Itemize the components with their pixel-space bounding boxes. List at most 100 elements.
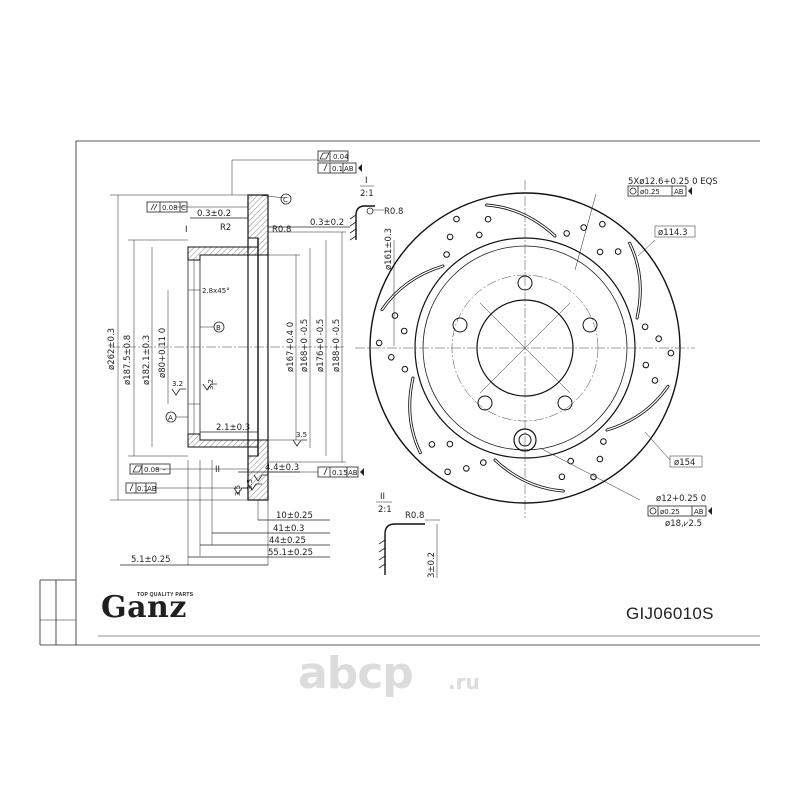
section-mark-2: II xyxy=(215,465,220,475)
section-mark-1: I xyxy=(185,225,188,235)
svg-text:0.1: 0.1 xyxy=(137,485,148,493)
slot xyxy=(380,264,445,312)
drill-hole xyxy=(453,215,460,223)
datum-b-label: B xyxy=(216,324,221,332)
bolt-holes xyxy=(452,275,598,411)
dim-chamfer: 2.8x45° xyxy=(202,287,230,295)
dim-d176: ø176+0 -0.5 xyxy=(316,319,326,372)
dim-d167: ø167+0.4 0 xyxy=(286,322,296,372)
drill-hole xyxy=(580,224,588,231)
roughness-35a: 3.5 xyxy=(296,431,307,439)
locating-hole xyxy=(513,428,537,452)
detail-2-title: II xyxy=(380,492,385,502)
slot-inner xyxy=(494,459,564,492)
svg-text:-: - xyxy=(163,466,166,474)
slot-inner xyxy=(629,242,641,319)
slot-inner xyxy=(486,204,556,237)
datum-a-label: A xyxy=(168,414,173,422)
gdt-hole-position: ø0.25 AB xyxy=(647,505,712,517)
drill-hole xyxy=(401,365,409,373)
dim-offset-right: 0.3±0.2 xyxy=(310,218,344,228)
detail-1: I 2:1 R0.8 xyxy=(349,176,403,241)
drill-hole xyxy=(667,349,675,357)
drill-hole xyxy=(443,251,450,258)
slot-inner xyxy=(409,377,421,454)
drill-hole xyxy=(446,440,454,448)
svg-text:ø0.25: ø0.25 xyxy=(640,188,660,196)
svg-text:AB: AB xyxy=(348,469,358,477)
drill-hole xyxy=(563,230,571,237)
drill-hole xyxy=(596,455,604,463)
gdt-runout-right: 0.15 AB xyxy=(317,466,364,478)
gdt-bolt-position: ø0.25 AB xyxy=(627,185,692,197)
svg-text:0.08: 0.08 xyxy=(162,204,178,212)
watermark: abcp .ru xyxy=(298,648,508,718)
brand-tagline: TOP QUALITY PARTS xyxy=(137,592,194,598)
dim-l10: 10±0.25 xyxy=(276,511,313,521)
watermark-text: abcp xyxy=(298,648,414,699)
drill-hole xyxy=(641,323,649,331)
svg-text:0.15: 0.15 xyxy=(332,469,348,477)
dim-d262: ø262±0.3 xyxy=(107,328,117,370)
dim-d80: ø80+0.11 0 xyxy=(158,328,168,378)
hole-callout: ø12+0.25 0 xyxy=(656,494,706,504)
roughness-32a: 3.2 xyxy=(172,380,183,388)
svg-text:0.1: 0.1 xyxy=(332,165,343,173)
dim-w21: 2.1±0.3 xyxy=(216,423,250,433)
slot-inner xyxy=(381,265,444,311)
svg-text:C: C xyxy=(181,204,186,212)
dim-w44: 4.4±0.3 xyxy=(265,463,299,473)
svg-text:0.04: 0.04 xyxy=(333,153,349,161)
hole-counterbore: ø18,⩗2.5 xyxy=(665,519,702,529)
slot-inner xyxy=(606,385,669,431)
detail-2: II 2:1 R0.8 3±0.2 xyxy=(376,492,440,578)
drill-hole xyxy=(476,231,483,239)
roughness-35c: 3.5 xyxy=(246,479,254,490)
roughness-35b: 3.5 xyxy=(234,485,242,496)
svg-text:AB: AB xyxy=(694,508,704,516)
roughness-32b: 3.2 xyxy=(207,379,215,390)
side-view-labels: ø262±0.3 ø187.5±0.8 ø182.1±0.3 ø80+0.11 … xyxy=(107,196,344,565)
drill-hole xyxy=(596,248,604,256)
watermark-suffix: .ru xyxy=(448,670,480,694)
gdt-parallel-bottom: 0.08 - xyxy=(129,463,171,475)
drill-hole xyxy=(484,215,492,223)
drill-hole xyxy=(655,335,663,343)
front-view xyxy=(355,180,695,518)
dim-d187: ø187.5±0.8 xyxy=(123,335,133,385)
detail-1-title: I xyxy=(365,176,368,186)
drill-hole xyxy=(590,473,597,481)
drill-hole xyxy=(375,339,383,347)
dim-d114: ø114.3 xyxy=(658,228,688,238)
gdt-runout-top: 0.1 AB xyxy=(317,162,362,174)
drill-hole xyxy=(480,459,487,466)
detail-1-scale: 2:1 xyxy=(360,189,374,199)
sheet-frame xyxy=(39,140,760,646)
slot xyxy=(493,458,565,493)
dim-l551: 55.1±0.25 xyxy=(268,548,313,558)
slot xyxy=(605,384,670,432)
svg-text:0.08: 0.08 xyxy=(144,466,160,474)
dim-d168: ø168+0 -0.5 xyxy=(300,319,310,372)
drill-hole xyxy=(651,377,659,384)
drill-hole xyxy=(391,312,399,319)
slots xyxy=(380,203,670,493)
drill-hole xyxy=(446,233,454,241)
dim-d161: ø161±0.3 xyxy=(384,228,394,270)
gdt-runout-bottom: 0.1 AB xyxy=(125,482,157,494)
brand-logo: Ganz TOP QUALITY PARTS xyxy=(101,590,241,640)
front-view-labels: 5Xø12.6+0.25 0 EQS ø0.25 AB ø161±0.3 ø11… xyxy=(384,177,718,529)
svg-text:ø0.25: ø0.25 xyxy=(660,508,680,516)
svg-text:AB: AB xyxy=(674,188,684,196)
svg-text:AB: AB xyxy=(344,165,354,173)
drill-hole xyxy=(614,248,622,255)
detail-2-scale: 2:1 xyxy=(378,505,392,515)
drill-hole xyxy=(428,441,436,448)
drill-hole xyxy=(400,327,408,335)
detail-1-radius: R0.8 xyxy=(384,207,403,217)
bolt-holes-callout: 5Xø12.6+0.25 0 EQS xyxy=(628,177,718,187)
side-view xyxy=(110,159,350,566)
gdt-flatness: 0.04 xyxy=(317,150,349,162)
datum-c-marker xyxy=(280,193,292,205)
